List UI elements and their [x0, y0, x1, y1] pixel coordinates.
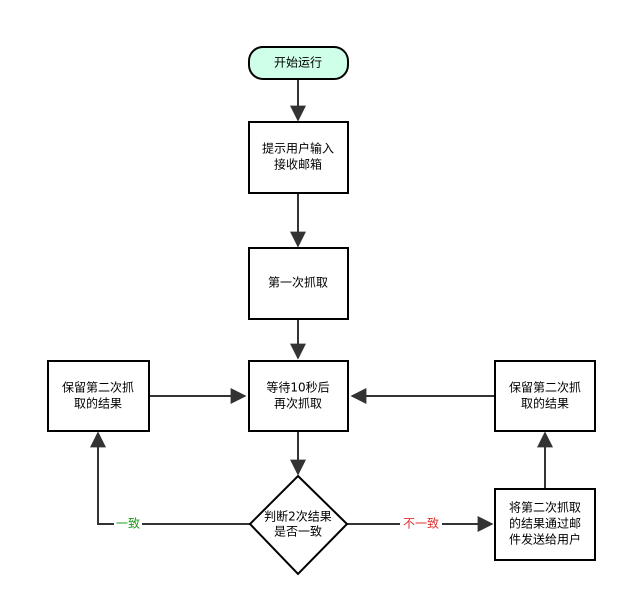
wait-refetch-label-line1: 等待10秒后 [266, 381, 329, 395]
prompt-label-line1: 提示用户输入 [262, 141, 334, 156]
keep-right-label-line1: 保留第二次抓 [509, 381, 581, 395]
prompt-node: 提示用户输入 接收邮箱 [248, 121, 349, 194]
keep-result-right-node: 保留第二次抓 取的结果 [494, 360, 596, 432]
send-mail-label-line1: 将第二次抓取 [509, 501, 581, 515]
send-mail-label-line2: 的结果通过邮 [509, 516, 581, 531]
decision-label-line2: 是否一致 [274, 525, 322, 539]
edge-decision-yes-to-keep-left [90, 431, 250, 525]
start-label: 开始运行 [274, 56, 322, 70]
start-node: 开始运行 [248, 46, 349, 80]
yes-label: 一致 [116, 517, 140, 531]
wait-refetch-label-line2: 再次抓取 [274, 397, 322, 411]
no-label: 不一致 [403, 517, 439, 531]
wait-refetch-node: 等待10秒后 再次抓取 [248, 360, 349, 432]
keep-right-label-line2: 取的结果 [521, 396, 569, 411]
edge-labels: 一致 不一致 [114, 515, 442, 532]
prompt-label-line2: 接收邮箱 [274, 157, 322, 172]
decision-node: 判断2次结果 是否一致 [248, 474, 349, 576]
first-fetch-label: 第一次抓取 [268, 276, 328, 290]
keep-left-label-line2: 取的结果 [74, 396, 122, 411]
send-mail-node: 将第二次抓取 的结果通过邮 件发送给用户 [494, 488, 596, 561]
no-label-bg [400, 515, 442, 532]
keep-left-label-line1: 保留第二次抓 [62, 381, 134, 395]
first-fetch-node: 第一次抓取 [248, 247, 349, 320]
yes-label-bg [114, 515, 142, 532]
decision-label-line1: 判断2次结果 [264, 509, 332, 524]
keep-result-left-node: 保留第二次抓 取的结果 [47, 360, 150, 432]
send-mail-label-line3: 件发送给用户 [509, 532, 581, 547]
